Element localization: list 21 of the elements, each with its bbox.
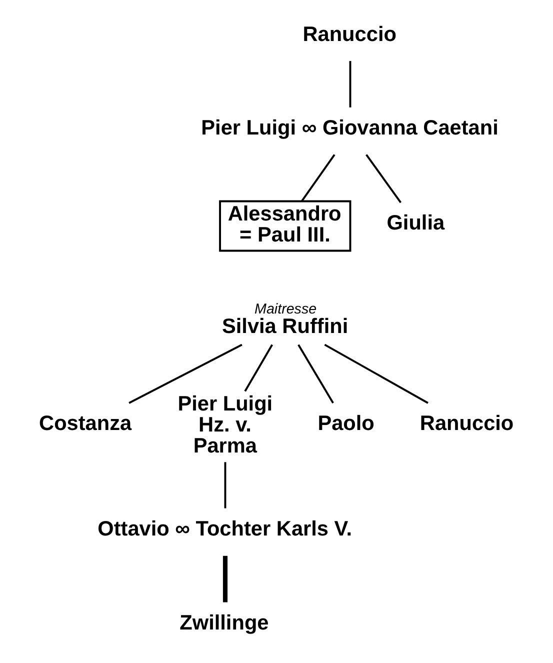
node-text: Ottavio ∞ Tochter Karls V. (97, 518, 352, 541)
node-text: Giulia (386, 212, 444, 235)
node-text: Silvia Ruffini (221, 315, 348, 338)
connector (365, 154, 402, 204)
node-text: Pier Luigi Hz. v. Parma (177, 392, 272, 458)
node-box: Alessandro = Paul III. (218, 200, 351, 252)
node-text: Costanza (38, 412, 132, 436)
connector (224, 462, 226, 508)
node-label: Maitresse (254, 302, 316, 318)
node-text: Paolo (317, 412, 374, 436)
connector (300, 154, 335, 202)
connector (222, 556, 228, 602)
node-text: Ranuccio (302, 22, 396, 46)
connector (324, 344, 428, 404)
node-text: Ranuccio (419, 412, 514, 436)
connector (297, 344, 334, 404)
connector (128, 344, 242, 404)
connector (244, 344, 272, 392)
node-text: Zwillinge (179, 611, 268, 634)
connector (348, 61, 351, 108)
node-text: Pier Luigi ∞ Giovanna Caetani (200, 116, 498, 140)
